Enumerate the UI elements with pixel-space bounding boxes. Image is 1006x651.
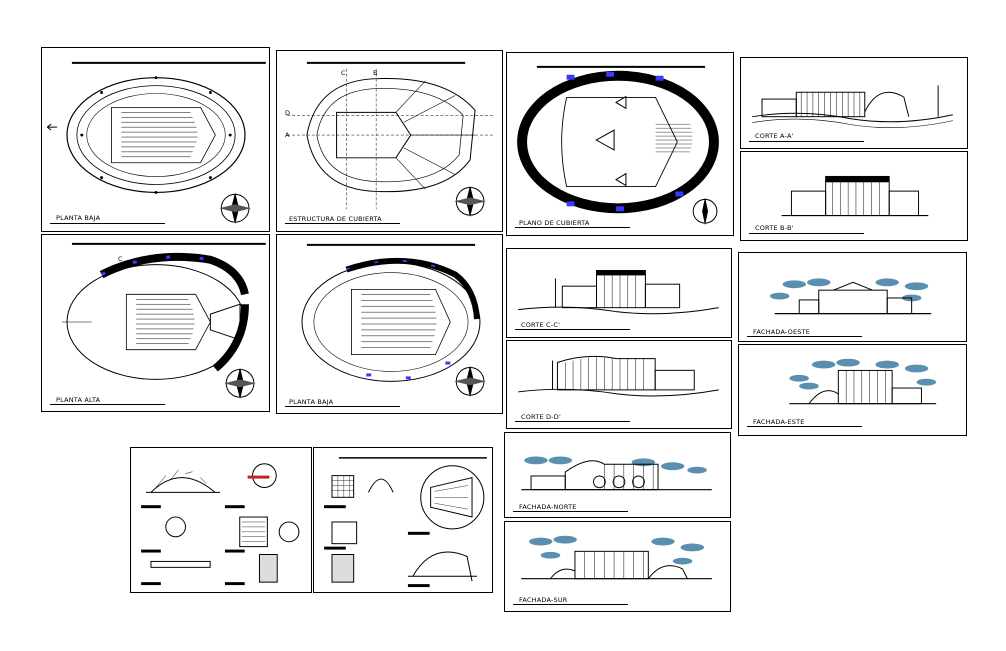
section-mark-b: B [148, 255, 153, 263]
west-facade-drawing [769, 278, 932, 315]
sheet-title: FACHADA-OESTE [753, 328, 811, 336]
sheet-planta-baja-1[interactable]: PLANTA BAJA [41, 47, 270, 232]
section-mark-d: D [285, 109, 291, 117]
sheet-title: CORTE A-A' [755, 132, 794, 140]
east-facade-drawing [789, 358, 937, 405]
sheet-title: FACHADA-ESTE [753, 418, 805, 426]
sheet-detalles-1[interactable] [130, 447, 312, 593]
section-b-drawing [781, 175, 929, 217]
south-facade-drawing [521, 535, 712, 580]
sheet-title: CORTE B-B' [755, 224, 794, 232]
roof-structure-drawing [287, 61, 495, 218]
sheet-fachada-sur[interactable]: FACHADA-SUR [504, 521, 731, 612]
sheet-estructura-cubierta[interactable]: C B D A ESTRUCTURA DE CUBIERTA [276, 50, 503, 232]
sheet-fachada-norte[interactable]: FACHADA-NORTE [504, 432, 731, 518]
sheet-title: ESTRUCTURA DE CUBIERTA [289, 215, 382, 223]
sheet-corte-c[interactable]: CORTE C-C' [506, 248, 732, 338]
construction-details-drawing-2 [324, 457, 487, 588]
section-c-drawing [518, 270, 719, 315]
sheet-fachada-oeste[interactable]: FACHADA-OESTE [738, 252, 967, 342]
section-mark-a: A [285, 131, 290, 139]
sheet-detalles-2[interactable] [313, 447, 493, 593]
sheet-title: FACHADA-NORTE [519, 503, 577, 511]
sheet-planta-alta[interactable]: C B PLANTA ALTA [41, 234, 270, 412]
sheet-plano-cubierta[interactable]: PLANO DE CUBIERTA [506, 52, 734, 236]
sheet-title: PLANTA ALTA [56, 396, 101, 404]
sheet-corte-d[interactable]: CORTE D-D' [506, 340, 732, 429]
sheet-title: FACHADA-SUR [519, 596, 568, 604]
sheet-planta-baja-2[interactable]: PLANTA BAJA [276, 234, 503, 414]
sheet-title: PLANO DE CUBIERTA [519, 219, 590, 227]
floor-plan-drawing [46, 61, 266, 225]
section-mark-c: C [118, 255, 123, 263]
sheet-title: CORTE C-C' [521, 321, 561, 329]
sheet-title: CORTE D-D' [521, 413, 561, 421]
north-facade-drawing [521, 456, 712, 491]
section-d-drawing [518, 355, 719, 397]
section-a-drawing [752, 85, 953, 128]
upper-floor-plan-drawing [62, 242, 266, 400]
ground-floor-plan-drawing [301, 243, 486, 398]
section-mark-b: B [373, 69, 378, 77]
construction-details-drawing [141, 463, 300, 586]
section-mark-c: C [341, 69, 346, 77]
sheet-fachada-este[interactable]: FACHADA-ESTE [738, 344, 967, 436]
sheet-corte-b[interactable]: CORTE B-B' [740, 151, 968, 241]
sheet-corte-a[interactable]: CORTE A-A' [740, 57, 968, 149]
roof-plan-drawing [517, 65, 719, 226]
sheet-title: PLANTA BAJA [289, 398, 334, 406]
sheet-title: PLANTA BAJA [56, 214, 101, 222]
